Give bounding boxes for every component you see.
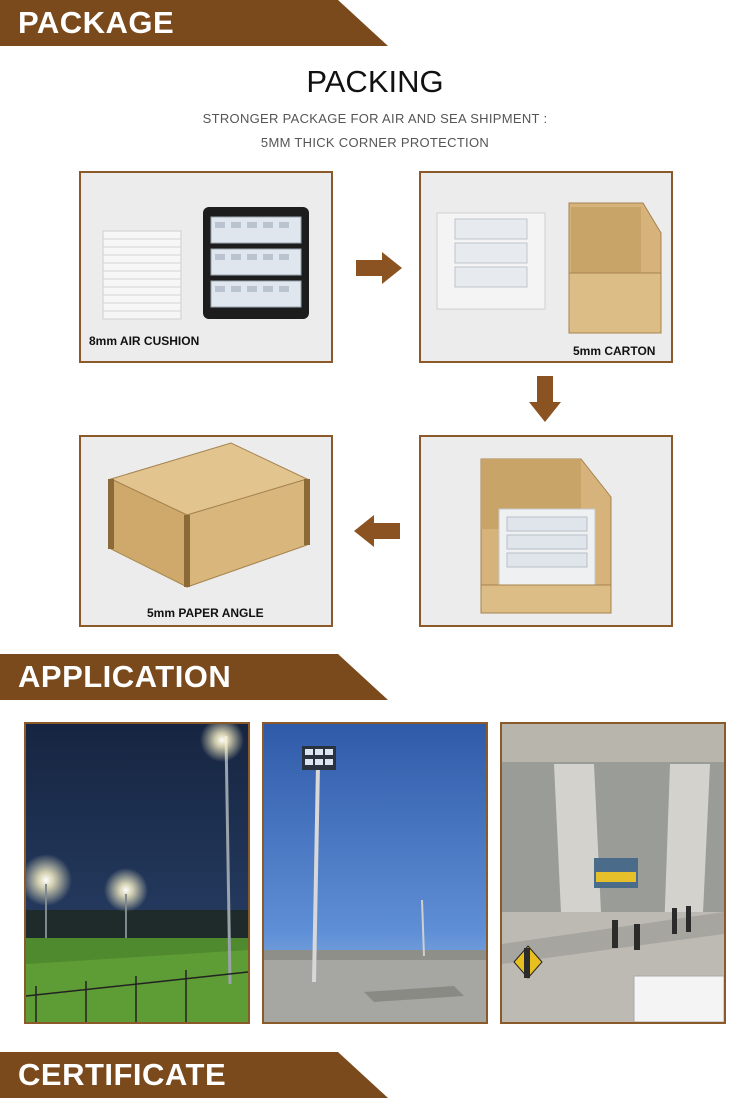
certificate-banner-label: CERTIFICATE (18, 1057, 227, 1092)
arrow-left-icon (354, 515, 400, 547)
application-banner: APPLICATION (0, 654, 388, 700)
arrow-right-icon (356, 252, 402, 284)
stadium-night-image (26, 724, 248, 1022)
packing-step-paper-angle: 5mm PAPER ANGLE (79, 435, 333, 627)
high-mast-image (264, 724, 486, 1022)
photo-stadium-night (24, 722, 250, 1024)
packing-step-air-cushion: 8mm AIR CUSHION (79, 171, 333, 363)
certificate-banner: CERTIFICATE (0, 1052, 388, 1098)
photo-terminal (500, 722, 726, 1024)
packing-subtitle-line2: 5MM THICK CORNER PROTECTION (260, 135, 490, 150)
step-label-carton: 5mm CARTON (573, 344, 656, 358)
photo-high-mast (262, 722, 488, 1024)
terminal-image (502, 724, 724, 1022)
air-cushion-and-lamp-illustration (102, 207, 309, 320)
packing-step-packed-carton (419, 435, 673, 627)
packing-title: PACKING (306, 64, 444, 99)
paper-angle-box-illustration (108, 442, 310, 588)
step-label-paper-angle: 5mm PAPER ANGLE (147, 606, 264, 620)
package-banner-label: PACKAGE (18, 5, 175, 40)
arrow-down-icon (529, 376, 561, 422)
package-banner: PACKAGE (0, 0, 388, 46)
application-banner-label: APPLICATION (18, 659, 232, 694)
packing-subtitle-line1: STRONGER PACKAGE FOR AIR AND SEA SHIPMEN… (202, 111, 548, 126)
packed-carton-illustration (480, 458, 612, 614)
packing-step-carton: 5mm CARTON (419, 171, 673, 363)
cushion-and-carton-illustration (436, 202, 662, 334)
step-label-air-cushion: 8mm AIR CUSHION (89, 334, 200, 348)
